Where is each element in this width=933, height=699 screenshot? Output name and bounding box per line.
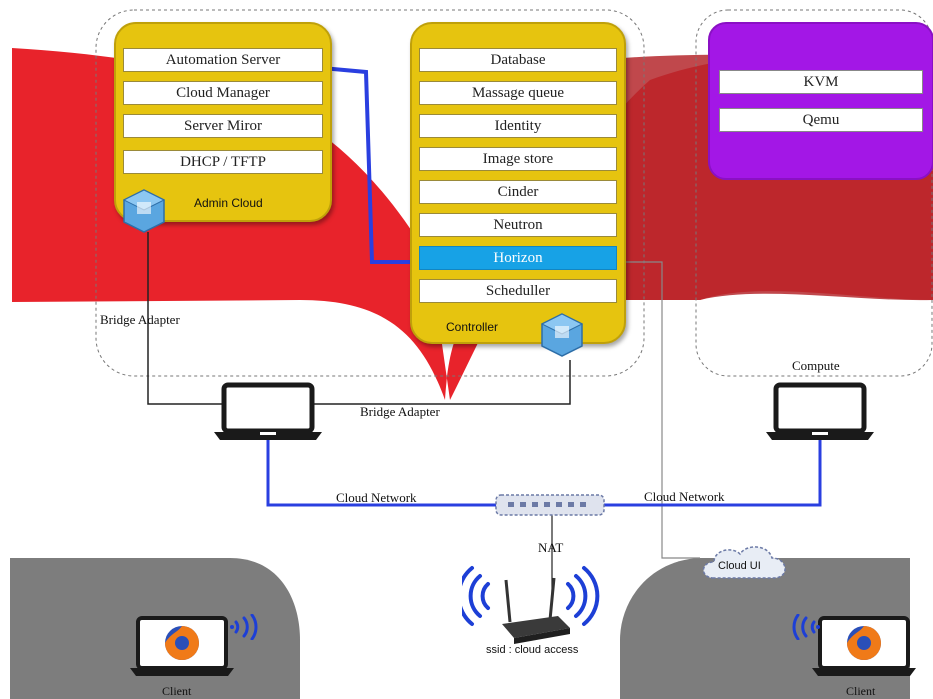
compute-container <box>695 9 933 377</box>
laptop-icon <box>214 382 322 440</box>
nat-label: NAT <box>538 540 564 555</box>
controller-item-database: Database <box>419 48 617 72</box>
controller-item-image-store: Image store <box>419 147 617 171</box>
admin-item-server-miror: Server Miror <box>123 114 323 138</box>
admin-item-dhcp-tftp: DHCP / TFTP <box>123 150 323 174</box>
admin-horizon-link <box>321 66 414 264</box>
cloud-network-label-right: Cloud Network <box>644 489 725 504</box>
admin-item-cloud-manager: Cloud Manager <box>123 81 323 105</box>
firefox-icon <box>130 616 234 676</box>
admin-cloud-title: Admin Cloud <box>194 196 263 210</box>
cloud-ui-label: Cloud UI <box>718 560 761 572</box>
wifi-router-icon <box>462 566 600 644</box>
cloud-network-left-line <box>266 440 500 507</box>
controller-item-neutron: Neutron <box>419 213 617 237</box>
compute-label: Compute <box>792 358 840 373</box>
bridge-adapter-label-mid: Bridge Adapter <box>360 404 440 419</box>
compute-item-qemu: Qemu <box>719 108 923 132</box>
laptop-icon <box>766 382 874 440</box>
controller-item-massage-queue: Massage queue <box>419 81 617 105</box>
controller-item-horizon: Horizon <box>419 246 617 270</box>
controller-panel: Database Massage queue Identity Image st… <box>410 22 626 344</box>
admin-cloud-panel: Automation Server Cloud Manager Server M… <box>114 22 332 222</box>
cloud-network-label-left: Cloud Network <box>336 490 417 505</box>
compute-item-kvm: KVM <box>719 70 923 94</box>
cloud-network-right-line <box>604 440 822 507</box>
client-label-right: Client <box>846 684 876 698</box>
controller-item-scheduller: Scheduller <box>419 279 617 303</box>
ssid-label: ssid : cloud access <box>486 644 579 656</box>
controller-item-cinder: Cinder <box>419 180 617 204</box>
controller-item-identity: Identity <box>419 114 617 138</box>
compute-hypervisor-panel: KVM Qemu <box>708 22 933 180</box>
bridge-adapter-label-left: Bridge Adapter <box>100 312 180 327</box>
admin-item-automation-server: Automation Server <box>123 48 323 72</box>
bridge-line <box>147 232 571 405</box>
horizon-cloudui-link <box>618 261 700 559</box>
admin-controller-container <box>95 9 645 377</box>
wifi-signal-icon <box>792 614 820 640</box>
wifi-signal-icon <box>230 614 258 640</box>
network-switch-icon <box>495 494 605 516</box>
firefox-icon <box>812 616 916 676</box>
controller-title: Controller <box>446 320 499 334</box>
virtualbox-icon <box>540 313 584 357</box>
virtualbox-icon <box>122 189 166 233</box>
client-label-left: Client <box>162 684 192 698</box>
cloud-icon <box>702 546 786 579</box>
